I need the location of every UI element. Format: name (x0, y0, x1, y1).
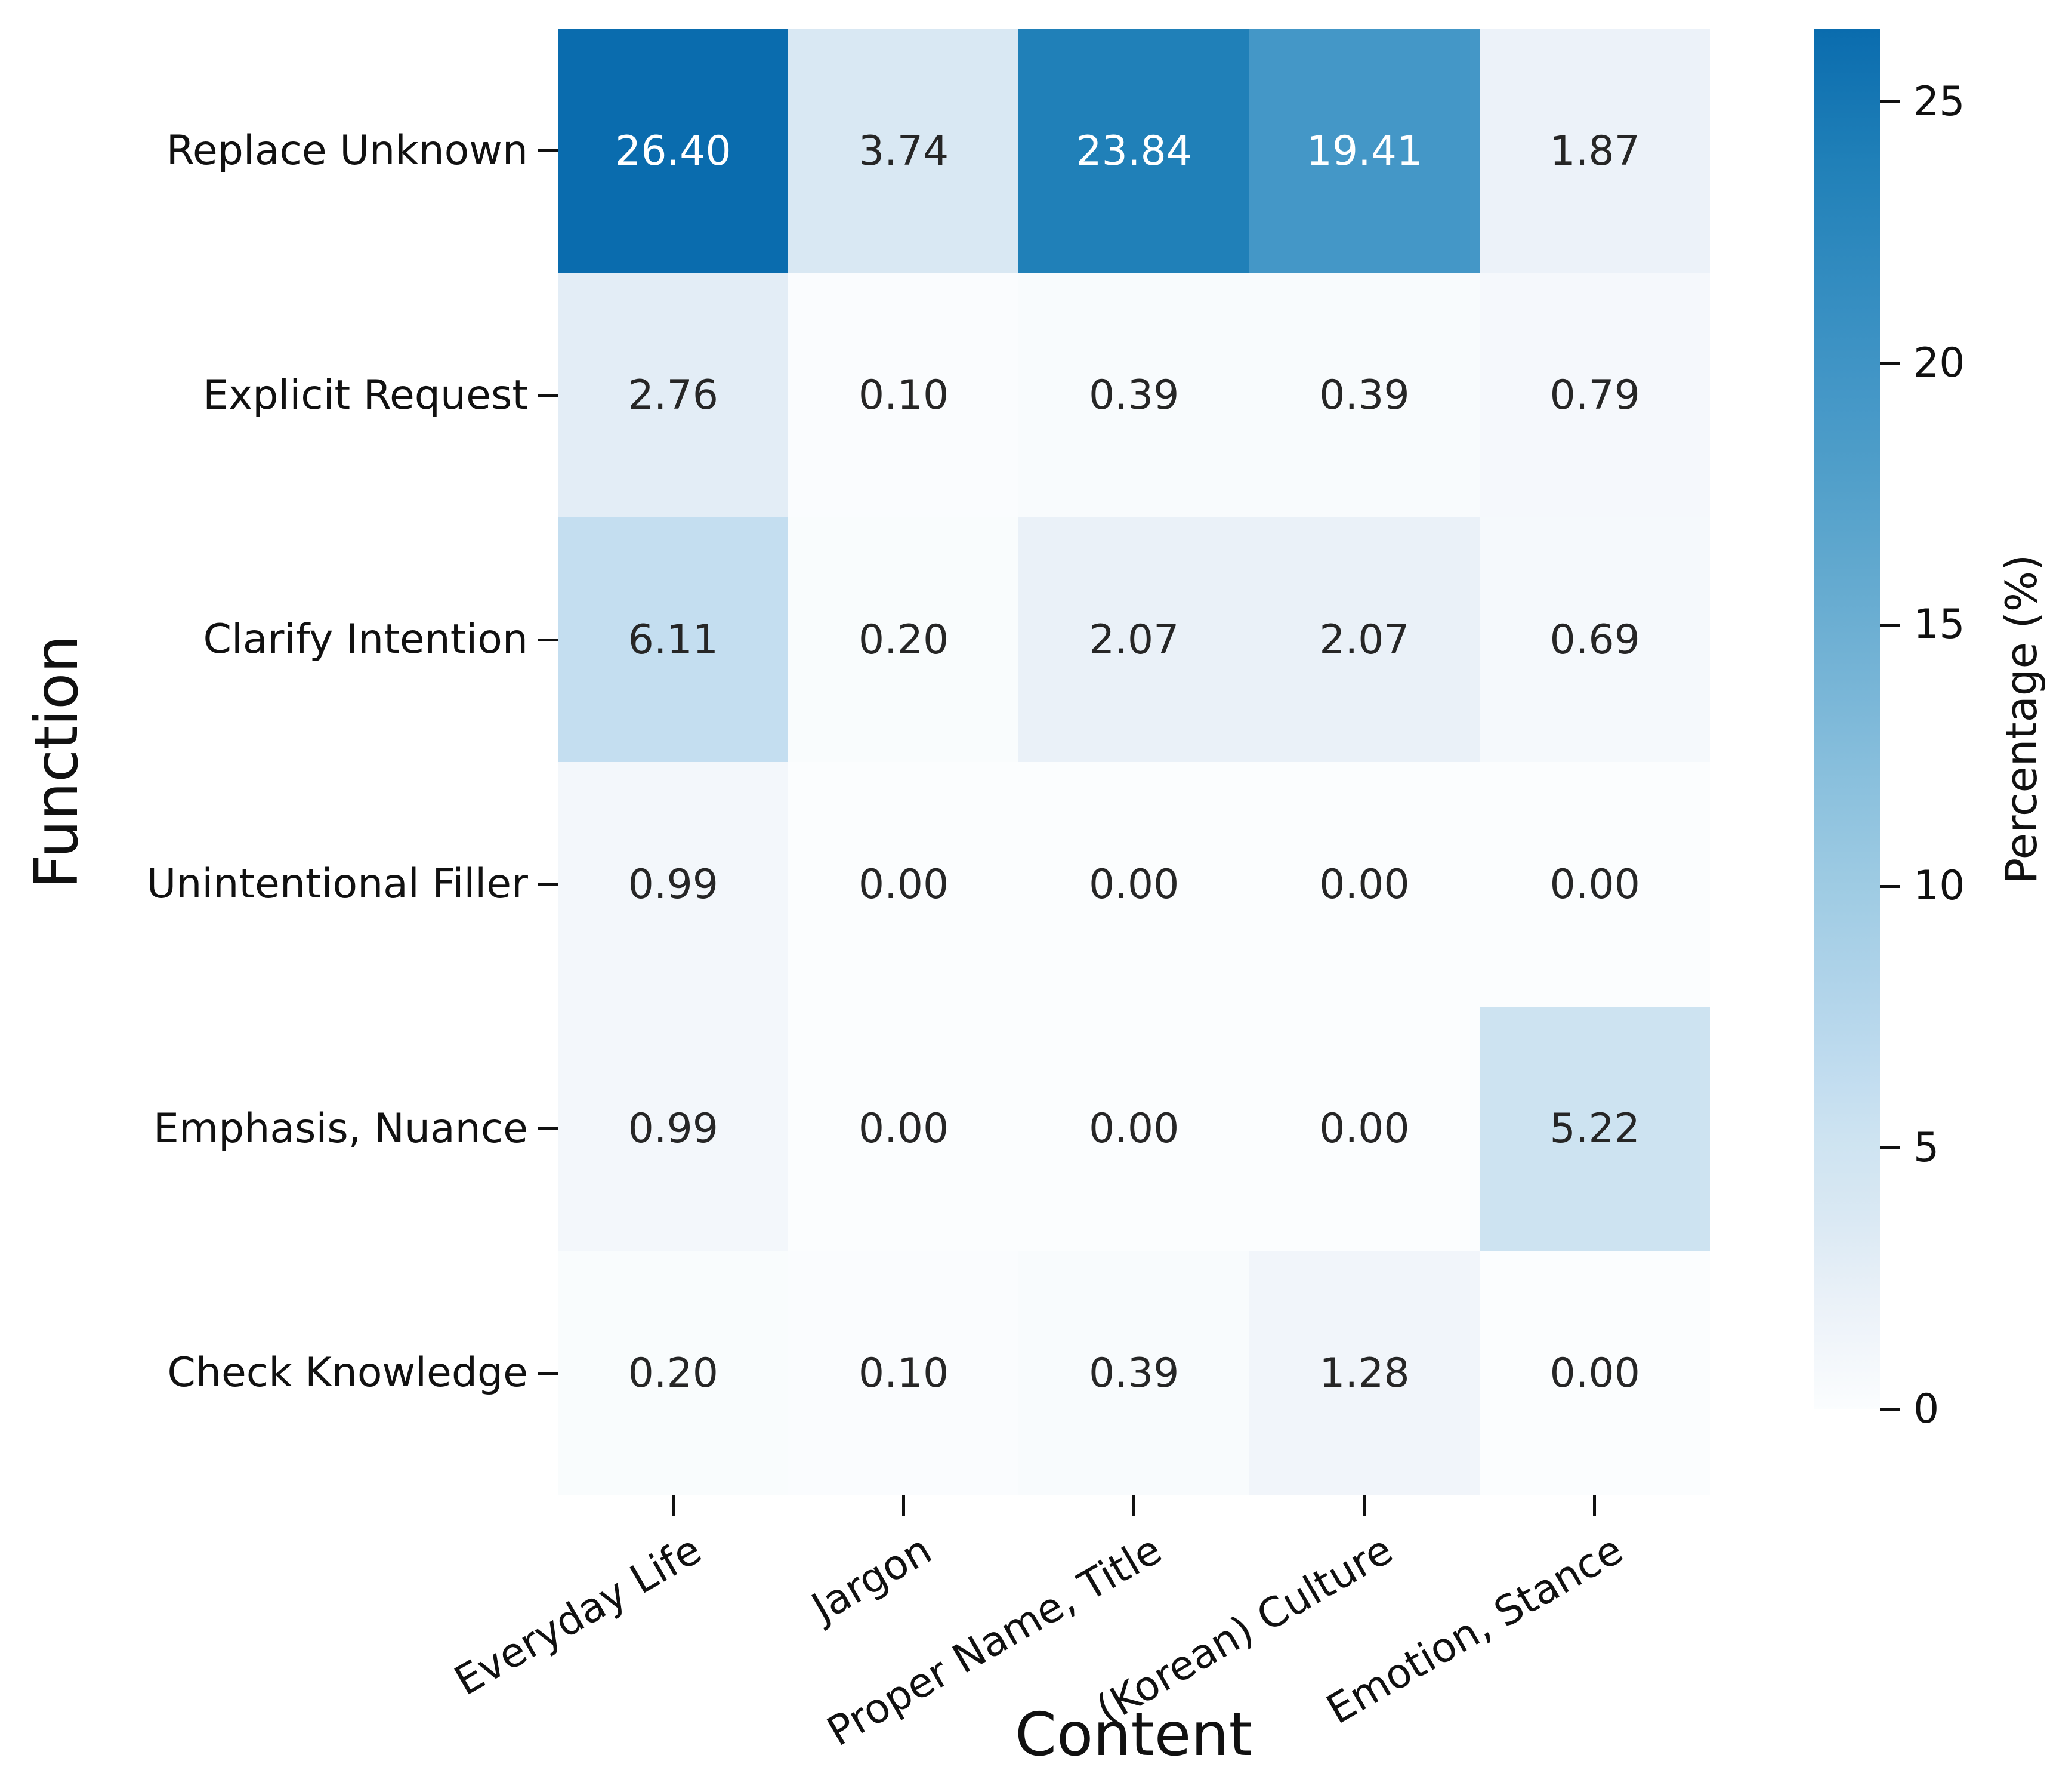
heatmap-cell: 0.00 (1018, 762, 1250, 1007)
x-tick-mark (1593, 1495, 1597, 1516)
cell-value: 2.76 (628, 372, 719, 420)
row-label: Clarify Intention (203, 616, 529, 664)
cell-value: 5.22 (1549, 1105, 1640, 1153)
cell-value: 0.00 (1549, 1349, 1640, 1397)
y-tick-mark (538, 394, 558, 397)
cell-value: 1.28 (1319, 1349, 1410, 1397)
heatmap-cell: 19.41 (1249, 29, 1480, 274)
colorbar-tick-label: 20 (1913, 339, 1965, 387)
y-tick-mark (538, 1371, 558, 1375)
cell-value: 0.00 (858, 860, 949, 908)
x-tick-mark (1132, 1495, 1135, 1516)
row-label: Replace Unknown (166, 127, 528, 174)
cell-value: 0.99 (628, 860, 719, 908)
x-tick-mark (901, 1495, 905, 1516)
cell-value: 23.84 (1076, 127, 1193, 175)
cell-value: 0.99 (628, 1105, 719, 1153)
cell-value: 0.39 (1089, 372, 1180, 420)
heatmap-cell: 2.76 (558, 273, 789, 518)
cell-value: 0.20 (628, 1349, 719, 1397)
heatmap-cell: 0.39 (1249, 273, 1480, 518)
colorbar-tick-label: 25 (1913, 78, 1965, 125)
y-tick-mark (538, 638, 558, 641)
heatmap-cell: 0.20 (558, 1251, 789, 1496)
cell-value: 0.39 (1089, 1349, 1180, 1397)
heatmap-cell: 0.00 (788, 1006, 1019, 1251)
colorbar-gradient (1814, 29, 1880, 1409)
cell-value: 0.00 (1089, 1105, 1180, 1153)
cell-value: 0.79 (1549, 372, 1640, 420)
x-axis-title: Content (1015, 1700, 1252, 1769)
cell-value: 26.40 (615, 127, 731, 175)
colorbar-title: Percentage (%) (1996, 554, 2046, 884)
row-label: Check Knowledge (167, 1349, 528, 1397)
heatmap-cell: 0.00 (788, 762, 1019, 1007)
row-label: Unintentional Filler (146, 860, 528, 908)
y-tick-mark (538, 883, 558, 886)
heatmap-cell: 0.00 (1479, 762, 1711, 1007)
cell-value: 0.00 (1089, 860, 1180, 908)
heatmap-cell: 0.00 (1479, 1251, 1711, 1496)
x-tick-mark (671, 1495, 675, 1516)
x-tick-mark (1363, 1495, 1366, 1516)
colorbar-tick-mark (1880, 100, 1900, 104)
colorbar-tick-mark (1880, 623, 1900, 627)
heatmap-cell: 2.07 (1018, 517, 1250, 763)
cell-value: 0.39 (1319, 372, 1410, 420)
col-label: Jargon (804, 1526, 940, 1632)
heatmap-cell: 0.10 (788, 273, 1019, 518)
colorbar-tick-mark (1880, 1146, 1900, 1150)
colorbar-tick-label: 10 (1913, 862, 1965, 910)
heatmap-cell: 1.87 (1479, 29, 1711, 274)
colorbar-tick-mark (1880, 884, 1900, 888)
heatmap-cell: 26.40 (558, 29, 789, 274)
y-tick-mark (538, 149, 558, 153)
heatmap-cell: 0.99 (558, 1006, 789, 1251)
colorbar-tick-mark (1880, 1408, 1900, 1411)
row-label: Explicit Request (203, 371, 528, 419)
y-axis-title: Function (21, 635, 91, 889)
cell-value: 19.41 (1306, 127, 1423, 175)
row-label: Emphasis, Nuance (153, 1105, 528, 1152)
cell-value: 3.74 (858, 127, 949, 175)
heatmap-cell: 2.07 (1249, 517, 1480, 763)
cell-value: 2.07 (1319, 616, 1410, 664)
heatmap-cell: 0.39 (1018, 273, 1250, 518)
heatmap-cell: 0.10 (788, 1251, 1019, 1496)
heatmap-cell: 1.28 (1249, 1251, 1480, 1496)
colorbar-tick-label: 0 (1913, 1386, 1940, 1433)
cell-value: 6.11 (628, 616, 719, 664)
colorbar-tick-label: 15 (1913, 601, 1965, 649)
cell-value: 0.00 (858, 1105, 949, 1153)
cell-value: 1.87 (1549, 127, 1640, 175)
heatmap-cell: 0.00 (1018, 1006, 1250, 1251)
colorbar-tick-label: 5 (1913, 1124, 1940, 1171)
cell-value: 0.10 (858, 1349, 949, 1397)
colorbar-tick-mark (1880, 362, 1900, 365)
cell-value: 0.20 (858, 616, 949, 664)
heatmap-cell: 0.99 (558, 762, 789, 1007)
heatmap-cell: 6.11 (558, 517, 789, 763)
cell-value: 0.10 (858, 372, 949, 420)
heatmap-cell: 23.84 (1018, 29, 1250, 274)
cell-value: 2.07 (1089, 616, 1180, 664)
heatmap-cell: 0.00 (1249, 1006, 1480, 1251)
y-tick-mark (538, 1127, 558, 1130)
heatmap-cell: 0.79 (1479, 273, 1711, 518)
heatmap-cell: 0.39 (1018, 1251, 1250, 1496)
heatmap-cell: 0.20 (788, 517, 1019, 763)
heatmap-cell: 3.74 (788, 29, 1019, 274)
cell-value: 0.00 (1319, 1105, 1410, 1153)
col-label: Everyday Life (446, 1526, 709, 1705)
cell-value: 0.69 (1549, 616, 1640, 664)
heatmap-cell: 5.22 (1479, 1006, 1711, 1251)
cell-value: 0.00 (1319, 860, 1410, 908)
heatmap-cell: 0.69 (1479, 517, 1711, 763)
heatmap-cell: 0.00 (1249, 762, 1480, 1007)
cell-value: 0.00 (1549, 860, 1640, 908)
